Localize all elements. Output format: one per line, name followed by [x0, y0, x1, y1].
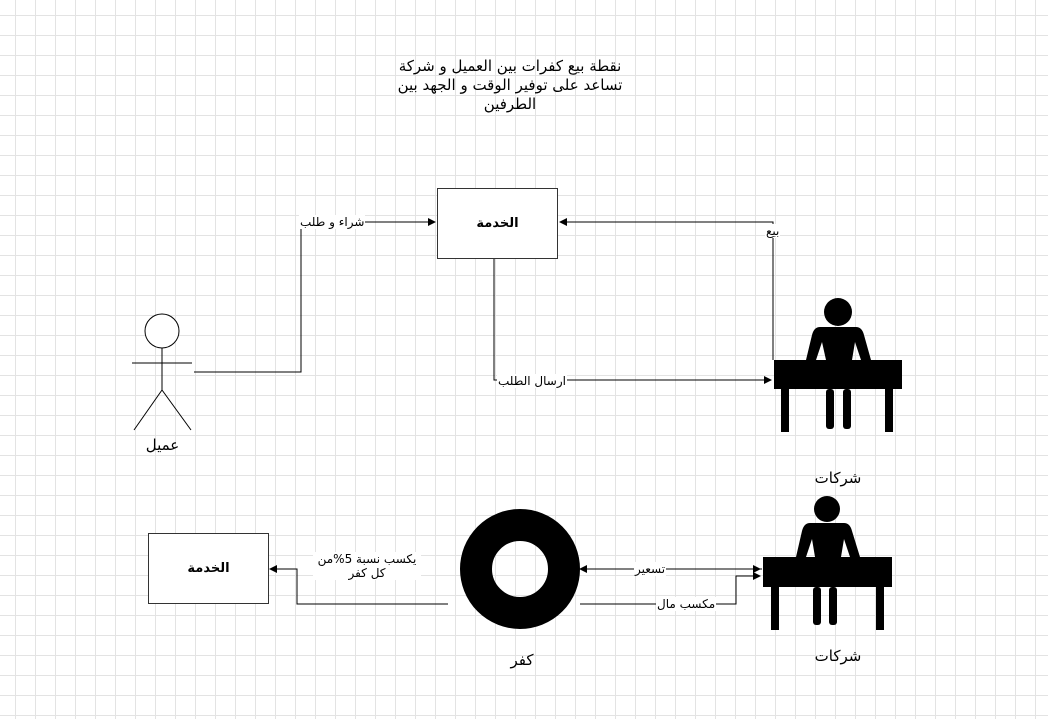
companies-label-top: شركات — [814, 469, 862, 487]
edge-label-pricing: تسعير — [634, 562, 667, 576]
edge-label-commission: يكسب نسبة 5%من كل كفر — [313, 552, 421, 580]
edge-label-buy-request: شراء و طلب — [299, 215, 366, 229]
client-label: عميل — [145, 436, 180, 454]
service-box-top[interactable]: الخدمة — [437, 188, 558, 259]
service-box-bottom[interactable]: الخدمة — [148, 533, 269, 604]
connector-company-to-service — [559, 218, 774, 360]
tire-label: كفر — [510, 651, 534, 669]
client-actor-icon — [132, 313, 192, 431]
edge-label-profit: مكسب مال — [656, 597, 717, 611]
connector-commission — [269, 565, 448, 605]
edge-label-send-request: ارسال الطلب — [497, 374, 567, 388]
connector-client-to-service — [194, 218, 436, 373]
companies-label-bottom: شركات — [814, 647, 862, 665]
tire-icon — [460, 509, 580, 629]
diagram-title: نقطة بيع كفرات بين العميل و شركة تساعد ع… — [397, 57, 623, 113]
company-desk-icon-top — [774, 298, 902, 432]
edge-label-sell: بيع — [765, 224, 781, 238]
company-desk-icon-bottom — [763, 496, 892, 630]
connector-service-to-company — [493, 258, 772, 384]
